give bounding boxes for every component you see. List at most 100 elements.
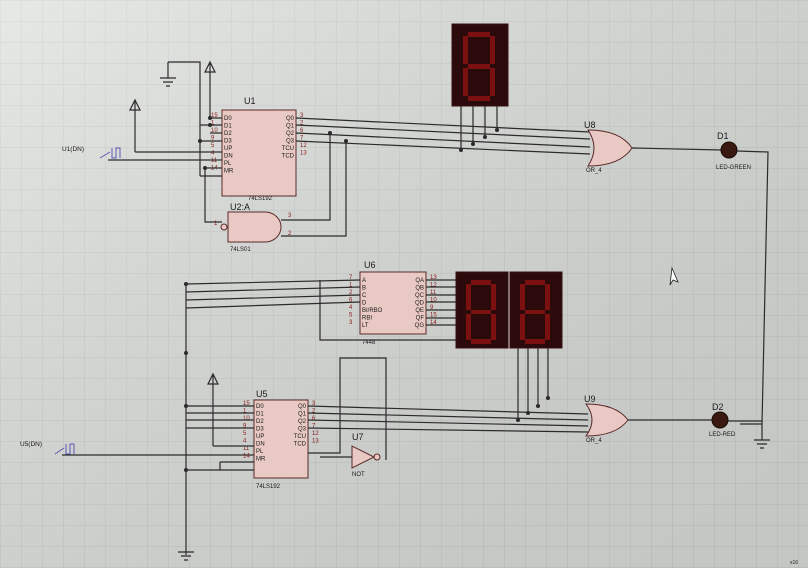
corner-mark: x16 [790, 560, 798, 566]
u5-pin-d3: D3 [256, 427, 264, 433]
seven-segment-display-ones [509, 271, 563, 349]
u5-pin-mr: MR [256, 457, 266, 463]
u5-pin-tcu: TCU [294, 434, 306, 440]
u6-seg-outputs [426, 279, 460, 326]
u1-body [221, 109, 297, 197]
u6-pin-d: D [362, 301, 367, 307]
u6-pin-qc: QC [415, 293, 425, 299]
u1-pin-number: 5 [211, 143, 215, 149]
vcc-symbol-u1 [204, 60, 216, 118]
u5-pin-number: 5 [243, 431, 247, 437]
u1-pin-pl: PL [224, 161, 232, 167]
u1-pin-q3: Q3 [286, 139, 295, 145]
u1-ref: U1 [244, 96, 256, 106]
u9-or-gate[interactable]: U9 OR_4 [584, 394, 629, 444]
u2a-pin-1: 1 [214, 221, 218, 227]
seven-segment-display-tens [455, 271, 509, 349]
u6-pin-number: 2 [349, 290, 353, 296]
u6-pin-number: 4 [349, 305, 353, 311]
u1-pin-number: 6 [300, 128, 304, 134]
led-ground-bus [736, 150, 769, 425]
u6-pin-bi-rbo: BI/RBO [362, 308, 383, 314]
u1-pin-number: 2 [300, 121, 304, 127]
u1-pin-tcu: TCU [282, 146, 294, 152]
u1-pin-mr: MR [224, 169, 234, 175]
u6-pin-number: 3 [349, 320, 353, 326]
u1-pin-d2: D2 [224, 131, 232, 137]
u5-tcd-to-not-wire [308, 357, 387, 460]
u6-pin-qf: QF [416, 316, 425, 322]
u5-pin-number: 13 [312, 439, 319, 445]
top-display-pins [460, 106, 498, 150]
ones-display-pins [517, 348, 549, 420]
u6-pin-qb: QB [415, 286, 424, 292]
u6-pin-lt: LT [362, 323, 369, 329]
d1-led-green: D1 LED-GREEN [716, 131, 751, 171]
u6-ref: U6 [364, 260, 376, 270]
u1-q-bus [295, 117, 591, 155]
mouse-cursor-icon [669, 266, 679, 286]
u6-pin-number: 10 [430, 298, 437, 304]
u6-pin-a: A [362, 278, 366, 284]
u6-pin-qa: QA [415, 278, 424, 284]
u6-pin-number: 7 [349, 275, 353, 281]
vcc-symbol-left [129, 98, 141, 152]
u8-or-gate[interactable]: U8 OR_4 [584, 120, 633, 174]
u1-pin-number: 13 [300, 151, 307, 157]
u6-pin-b: B [362, 286, 366, 292]
u8-part: OR_4 [586, 168, 602, 174]
ground-symbol-right [754, 424, 770, 449]
u5-body [253, 399, 309, 479]
u6-pin-qg: QG [415, 323, 425, 329]
u5-pin-up: UP [256, 434, 264, 440]
clock-source-u1[interactable]: U1(DN) [62, 146, 210, 161]
u8-ref: U8 [584, 120, 596, 130]
u6-pin-rbi: RBI [362, 316, 372, 322]
u2a-nand-gate[interactable]: U2:A 74LS01 3 2 1 [214, 202, 292, 253]
u7-ref: U7 [352, 432, 364, 442]
u5-pin-q3: Q3 [298, 427, 307, 433]
u1-pin-q2: Q2 [286, 131, 295, 137]
u1-pin-tcd: TCD [282, 154, 295, 160]
u5-pin-pl: PL [256, 449, 264, 455]
u1-pin-number: 11 [211, 158, 218, 164]
d2-part: LED-RED [709, 432, 736, 438]
u6-pin-number: 12 [430, 283, 437, 289]
d1-ref: D1 [717, 131, 729, 141]
u5-pin-d1: D1 [256, 412, 264, 418]
u5-pin-number: 12 [312, 431, 319, 437]
u5-pin-q0: Q0 [298, 404, 307, 410]
u6-bcd-input-bus [185, 279, 361, 309]
u6-pin-number: 1 [349, 283, 353, 289]
u5-data-wires [186, 405, 254, 429]
clock-source-u5[interactable]: U5(DN) [20, 441, 254, 456]
u5-pin-number: 10 [243, 416, 250, 422]
u5-pin-number: 6 [312, 416, 316, 422]
u6-body [359, 271, 427, 335]
u2a-pin-3: 3 [288, 213, 292, 219]
u5-pin-number: 11 [243, 446, 250, 452]
d1-part: LED-GREEN [716, 165, 751, 171]
d2-ref: D2 [712, 402, 724, 412]
u5-pin-number: 4 [243, 439, 247, 445]
u1-pin-q0: Q0 [286, 116, 295, 122]
u1-counter-chip[interactable]: U1 74LS192 D015D11D210D39UP5DN4PL11MR14 … [211, 96, 307, 202]
u5-pin-number: 1 [243, 409, 247, 415]
u2a-ref: U2:A [230, 202, 250, 212]
u5-pin-number: 14 [243, 454, 250, 460]
u2a-body [227, 211, 282, 243]
u5-pl-wire [219, 461, 254, 470]
d2-led-red: D2 LED-RED [709, 402, 736, 438]
u6-part: 7448 [362, 340, 376, 346]
u1-pin-number: 4 [211, 151, 215, 157]
u6-pin-qd: QD [415, 301, 425, 307]
u6-pin-number: 5 [349, 313, 353, 319]
u5-counter-chip[interactable]: U5 74LS192 D015D11D210D39UP5DN4PL11MR14 … [243, 389, 319, 490]
u2a-part: 74LS01 [230, 247, 251, 253]
u5-pin-number: 2 [312, 409, 316, 415]
u5-pin-dn: DN [256, 442, 265, 448]
u1-data-wires [200, 117, 222, 142]
u5-pin-d2: D2 [256, 419, 264, 425]
u1-pin-number: 9 [211, 136, 215, 142]
